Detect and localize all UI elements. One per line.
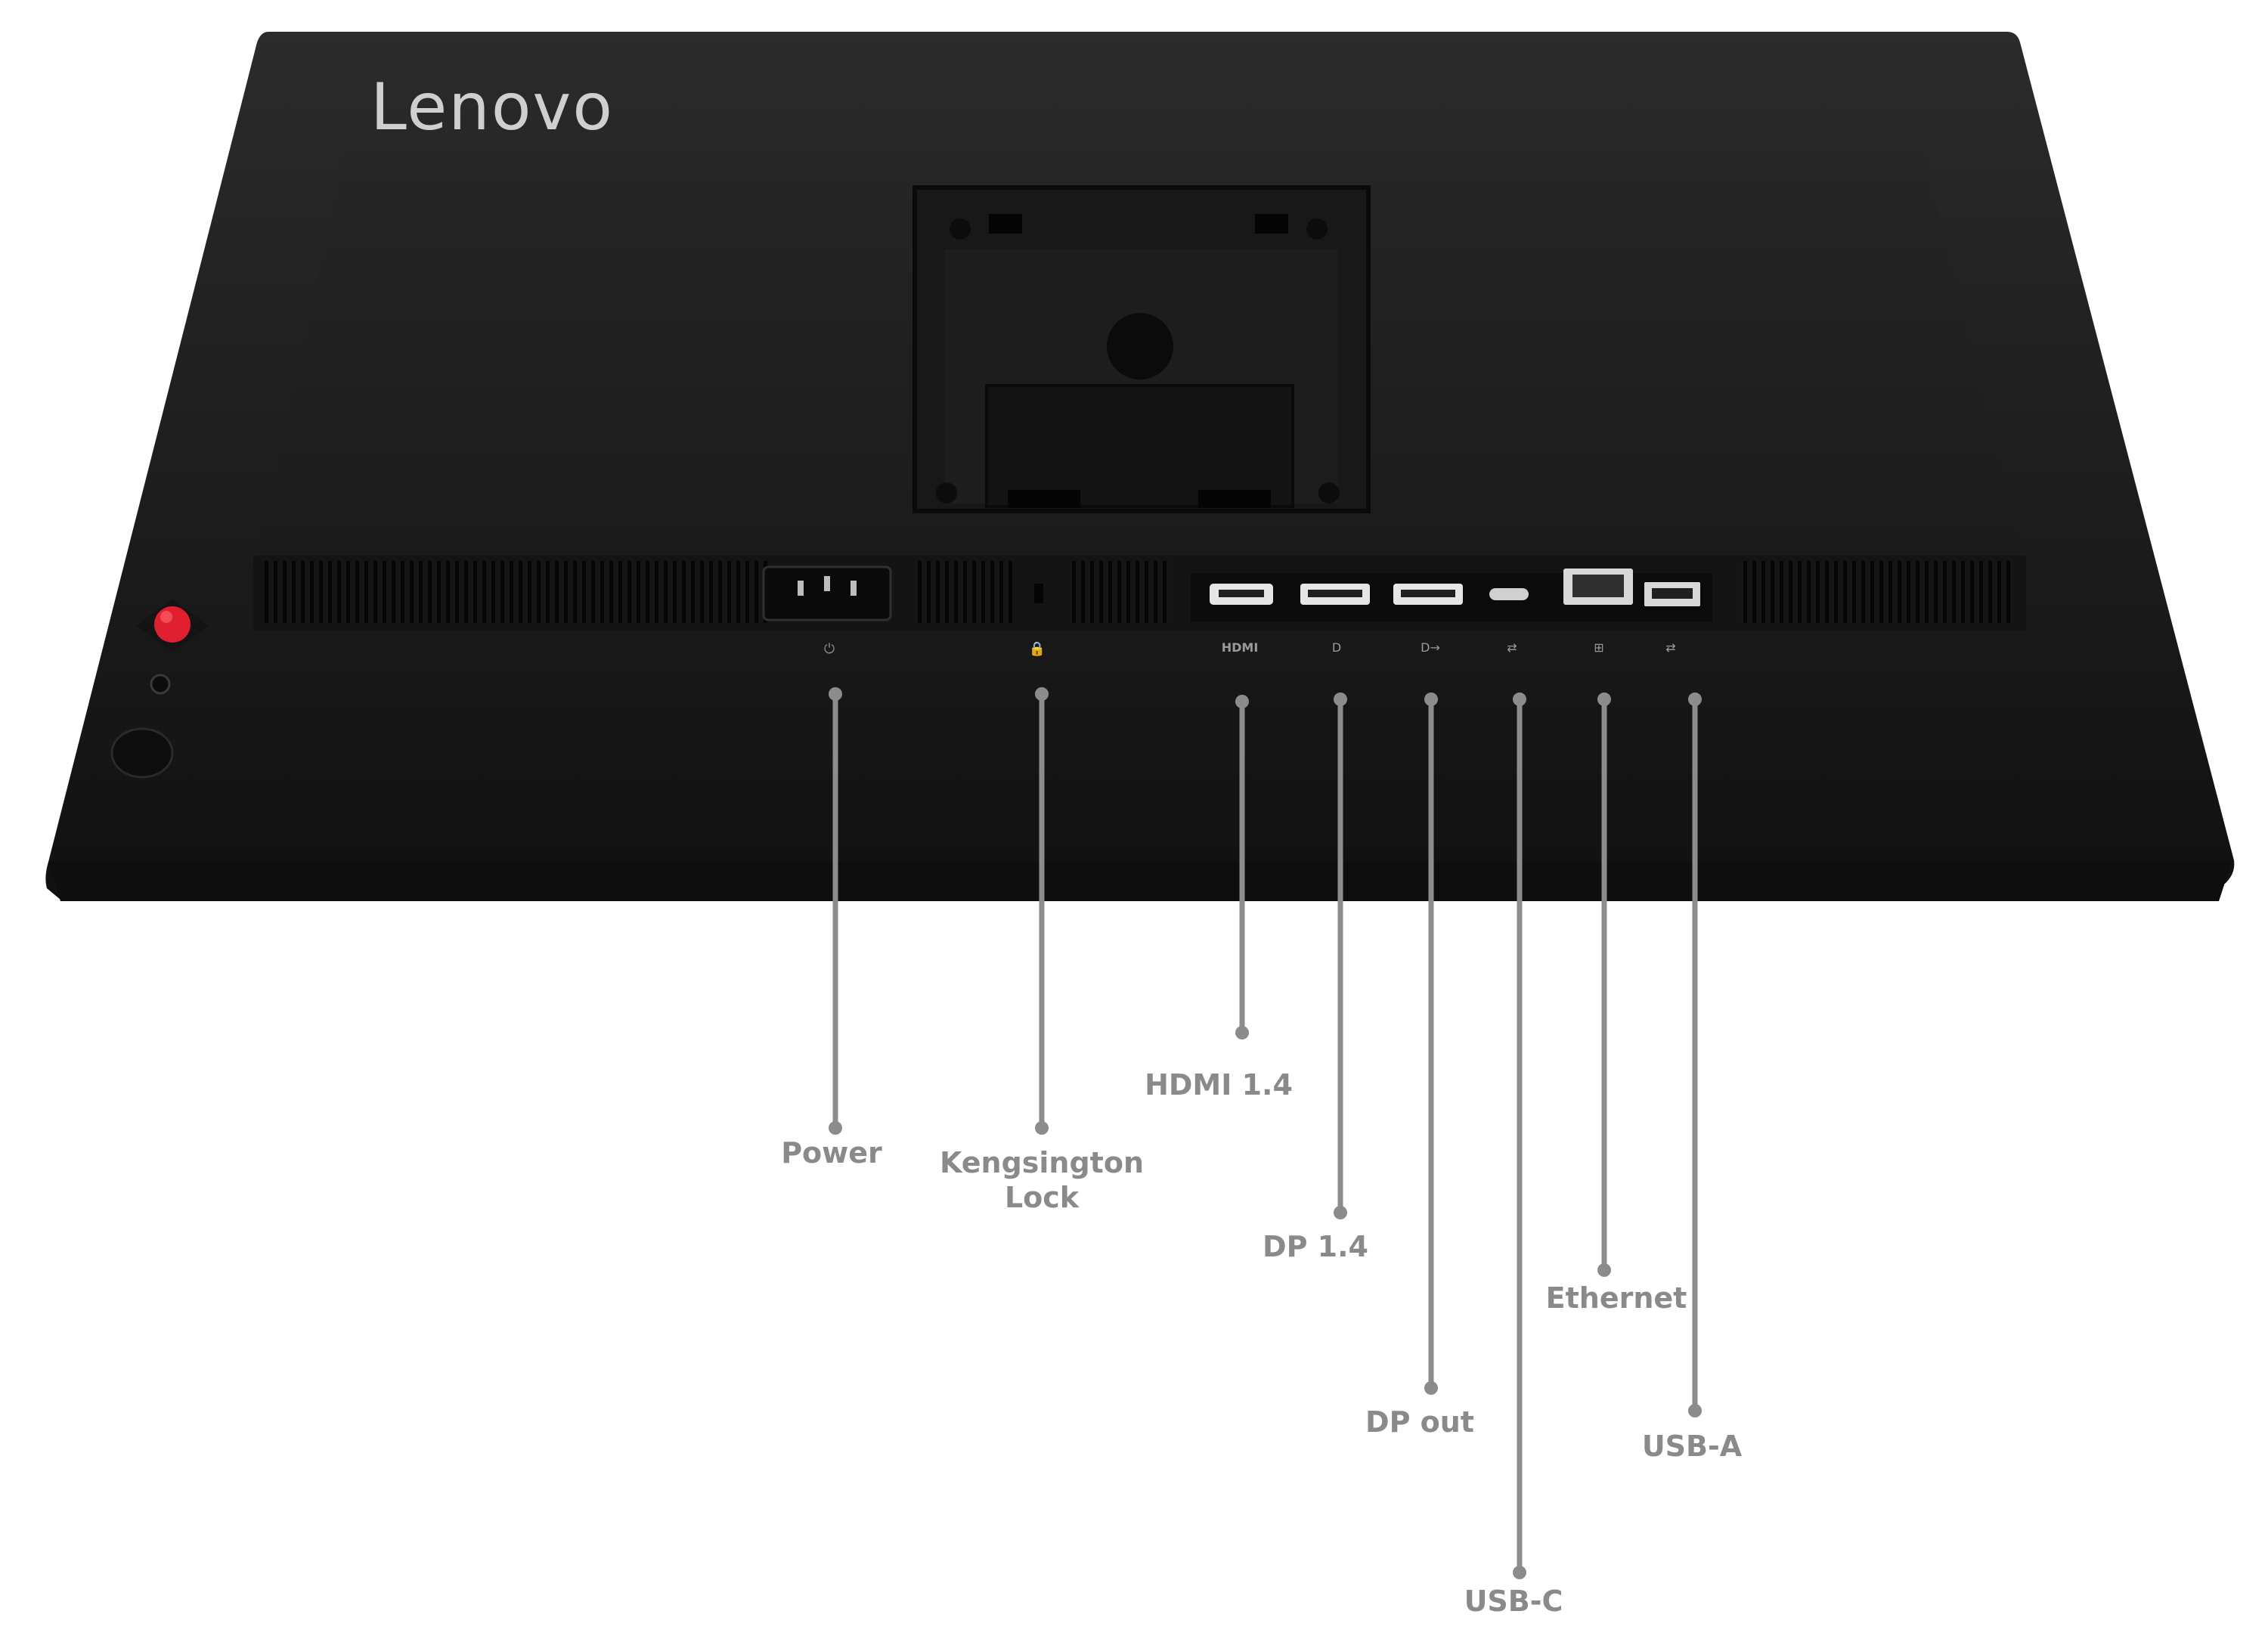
callout-lines bbox=[829, 687, 1702, 1579]
vent-right bbox=[1739, 561, 2015, 623]
joystick-button bbox=[154, 606, 191, 643]
power-button bbox=[150, 674, 171, 695]
callout-dot-usba-end bbox=[1688, 1404, 1702, 1417]
ethernet-port-inner bbox=[1572, 575, 1624, 597]
callout-dot-hdmi-end bbox=[1235, 1026, 1249, 1039]
monitor-bottom-edge bbox=[48, 862, 2232, 901]
displayport-out-symbol-icon: D→ bbox=[1421, 640, 1440, 655]
usba-port-inner bbox=[1652, 588, 1693, 599]
usb-symbol-icon: ⇄ bbox=[1507, 640, 1517, 655]
callout-dot-usbc-start bbox=[1513, 692, 1526, 706]
screw-icon bbox=[1318, 482, 1340, 503]
callout-dot-kensington-start bbox=[1035, 687, 1049, 701]
power-pin-icon bbox=[798, 581, 804, 596]
screw-icon bbox=[1306, 218, 1328, 240]
vesa-clip-left bbox=[989, 214, 1022, 234]
callout-dot-dpout-end bbox=[1424, 1381, 1438, 1395]
callout-label-usbc: USB-C bbox=[1464, 1585, 1563, 1618]
lenovo-logo: Lenovo bbox=[370, 70, 614, 145]
callout-label-dp: DP 1.4 bbox=[1263, 1230, 1368, 1263]
screw-icon bbox=[950, 218, 971, 240]
power-inlet bbox=[762, 565, 892, 621]
callout-label-ethernet: Ethernet bbox=[1545, 1281, 1687, 1315]
dp-out-port-inner bbox=[1401, 590, 1455, 597]
power-symbol-icon: ⏻ bbox=[824, 641, 835, 657]
vesa-slot bbox=[985, 384, 1294, 508]
callout-dot-power-start bbox=[829, 687, 842, 701]
callout-dot-power-end bbox=[829, 1121, 842, 1135]
usb-symbol-icon: ⇄ bbox=[1665, 640, 1675, 655]
vesa-center-hole bbox=[1107, 313, 1173, 380]
vesa-tab-right bbox=[1198, 490, 1271, 508]
screw-icon bbox=[936, 482, 957, 503]
callout-dot-hdmi-start bbox=[1235, 695, 1249, 708]
callout-label-dpout: DP out bbox=[1365, 1405, 1474, 1439]
callout-dot-usba-start bbox=[1688, 692, 1702, 706]
network-symbol-icon: ⊞ bbox=[1594, 640, 1603, 655]
vent-mid bbox=[915, 561, 1013, 623]
control-knob bbox=[110, 727, 174, 779]
callout-label-hdmi: HDMI 1.4 bbox=[1145, 1068, 1293, 1101]
displayport-symbol-icon: D bbox=[1332, 640, 1341, 655]
hdmi-symbol-text: HDMI bbox=[1222, 640, 1259, 655]
lock-symbol-icon: 🔒 bbox=[1029, 641, 1046, 657]
callout-label-usba: USB-A bbox=[1641, 1430, 1743, 1463]
kensington-slot bbox=[1034, 584, 1043, 603]
usbc-port bbox=[1489, 588, 1529, 600]
callout-dot-dp-start bbox=[1334, 692, 1347, 706]
vesa-clip-right bbox=[1255, 214, 1288, 234]
callout-dot-ethernet-start bbox=[1597, 692, 1611, 706]
hdmi-port-inner bbox=[1219, 590, 1264, 597]
callout-dot-ethernet-end bbox=[1597, 1263, 1611, 1277]
power-pin-icon bbox=[824, 576, 830, 591]
vent-mid2 bbox=[1070, 561, 1172, 623]
power-pin-icon bbox=[850, 581, 857, 596]
vent-left bbox=[265, 561, 767, 623]
joystick-highlight bbox=[160, 611, 172, 623]
callout-dot-kensington-end bbox=[1035, 1121, 1049, 1135]
callout-dot-dpout-start bbox=[1424, 692, 1438, 706]
callout-label-kensington: Kengsington Lock bbox=[939, 1146, 1145, 1214]
callout-dot-usbc-end bbox=[1513, 1566, 1526, 1579]
callout-dot-dp-end bbox=[1334, 1206, 1347, 1219]
vesa-tab-left bbox=[1008, 490, 1080, 508]
dp-port-inner bbox=[1308, 590, 1362, 597]
callout-label-power: Power bbox=[781, 1136, 882, 1170]
